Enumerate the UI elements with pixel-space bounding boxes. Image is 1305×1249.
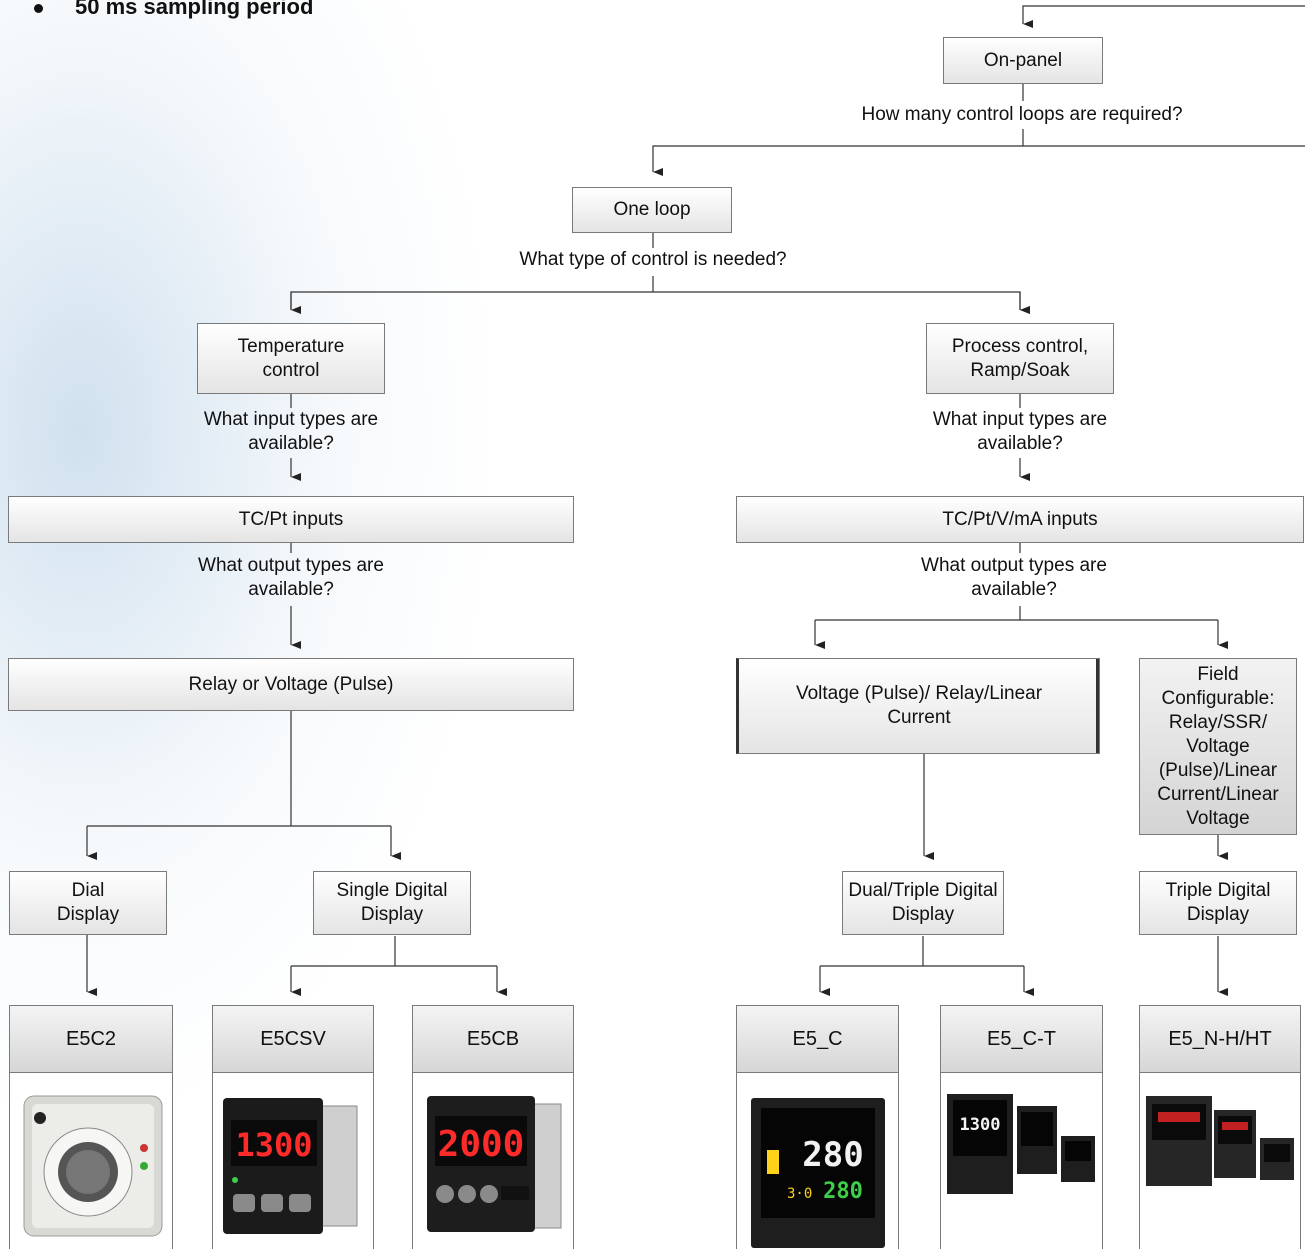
e5-c-t-controller-image: 1300: [947, 1094, 1095, 1194]
tc-pt-inputs-label: TC/Pt inputs: [238, 508, 344, 530]
question-control-type: What type of control is needed?: [519, 249, 787, 270]
temperature-control-node: Temperature control: [197, 323, 385, 394]
product-card-e5c2[interactable]: E5C2: [9, 1005, 173, 1249]
process-control-label: Process control, Ramp/Soak: [951, 335, 1089, 381]
e5csv-led-readout: 1300: [235, 1126, 312, 1164]
sampling-note: 50 ms sampling period: [34, 0, 313, 20]
e5-c-sv-readout: 280: [823, 1179, 863, 1204]
product-name: E5_C-T: [941, 1006, 1102, 1073]
tc-pt-inputs-node: TC/Pt inputs: [8, 496, 574, 543]
product-card-e5-c-t[interactable]: E5_C-T 1300: [940, 1005, 1103, 1249]
product-name: E5_N-H/HT: [1140, 1006, 1300, 1073]
tc-pt-v-ma-inputs-node: TC/Pt/V/mA inputs: [736, 496, 1304, 543]
question-input-right: What input types are available?: [932, 409, 1108, 454]
single-digital-display-label: Single Digital Display: [336, 880, 448, 925]
one-loop-label: One loop: [613, 199, 691, 220]
process-control-node: Process control, Ramp/Soak: [926, 323, 1114, 394]
sampling-note-text: 50 ms sampling period: [75, 0, 314, 19]
field-configurable-node: Field Configurable: Relay/SSR/ Voltage (…: [1139, 658, 1297, 835]
bullet-icon: [34, 3, 43, 13]
product-name: E5CSV: [213, 1006, 373, 1073]
on-panel-label: On-panel: [983, 49, 1063, 71]
single-digital-display-node: Single Digital Display: [313, 871, 471, 935]
question-output-right: What output types are available?: [921, 555, 1107, 600]
e5-c-pv-readout: 280: [802, 1135, 863, 1175]
triple-digital-display-node: Triple Digital Display: [1139, 871, 1297, 935]
e5c2-dial-controller-image: [23, 1095, 163, 1237]
e5cb-controller-image: 2000: [427, 1096, 562, 1232]
product-name: E5CB: [413, 1006, 573, 1073]
dual-triple-display-node: Dual/Triple Digital Display: [842, 871, 1004, 935]
svg-text:3·0: 3·0: [787, 1186, 812, 1202]
product-card-e5-n-h-ht[interactable]: E5_N-H/HT: [1139, 1005, 1301, 1249]
field-configurable-label: Field Configurable: Relay/SSR/ Voltage (…: [1157, 663, 1279, 829]
question-loops: How many control loops are required?: [861, 104, 1183, 125]
dial-display-node: Dial Display: [9, 871, 167, 935]
product-name: E5_C: [737, 1006, 898, 1073]
dual-triple-display-label: Dual/Triple Digital Display: [848, 880, 998, 925]
voltage-relay-linear-node: Voltage (Pulse)/ Relay/Linear Current: [736, 658, 1100, 754]
product-name: E5C2: [10, 1006, 172, 1073]
temperature-control-label: Temperature control: [237, 335, 345, 381]
on-panel-node: On-panel: [943, 37, 1103, 84]
dial-display-label: Dial Display: [56, 880, 120, 925]
relay-voltage-label: Relay or Voltage (Pulse): [188, 673, 394, 695]
product-card-e5cb[interactable]: E5CB 2000: [412, 1005, 574, 1249]
tc-pt-v-ma-inputs-label: TC/Pt/V/mA inputs: [942, 508, 1098, 530]
product-card-e5-c[interactable]: E5_C 280 280 3·0: [736, 1005, 899, 1249]
e5-c-controller-image: 280 280 3·0: [751, 1098, 885, 1248]
e5cb-led-readout: 2000: [438, 1124, 525, 1165]
question-output-left: What output types are available?: [198, 555, 384, 600]
question-input-left: What input types are available?: [203, 409, 379, 454]
e5csv-controller-image: 1300: [223, 1098, 358, 1234]
e5-c-t-large-readout: 1300: [960, 1115, 1001, 1135]
e5-n-h-ht-controller-image: [1146, 1096, 1294, 1186]
one-loop-node: One loop: [572, 187, 732, 233]
product-card-e5csv[interactable]: E5CSV 1300: [212, 1005, 374, 1249]
relay-voltage-node: Relay or Voltage (Pulse): [8, 658, 574, 711]
triple-digital-display-label: Triple Digital Display: [1165, 880, 1271, 925]
voltage-relay-linear-label: Voltage (Pulse)/ Relay/Linear Current: [795, 683, 1043, 728]
